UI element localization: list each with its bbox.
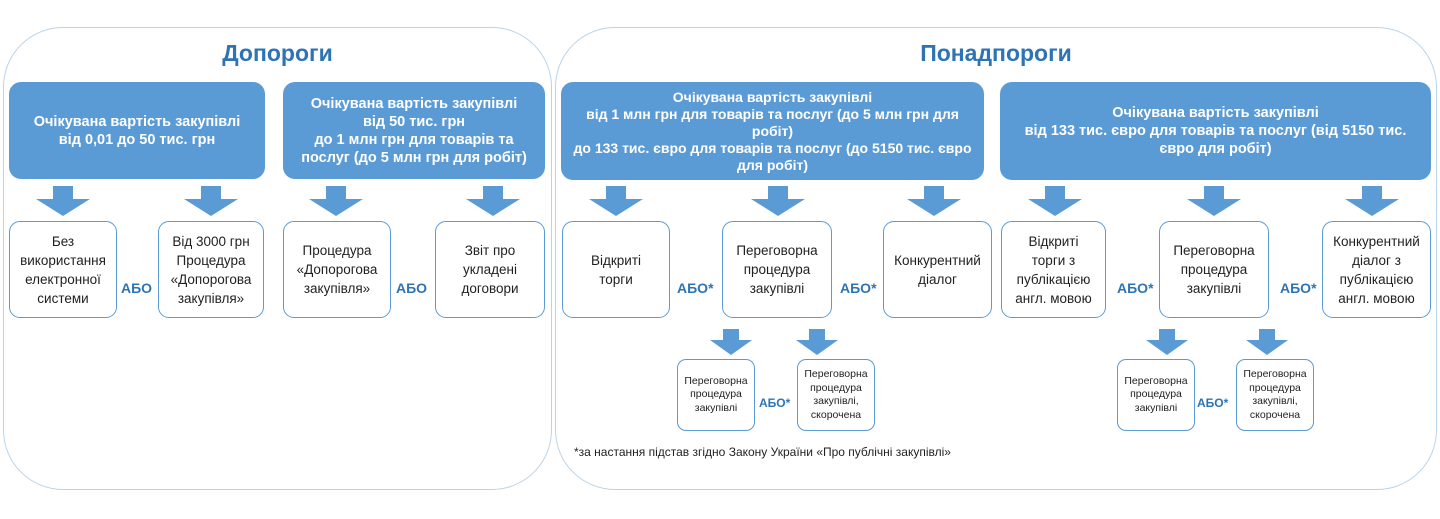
or-label: АБО* bbox=[1197, 396, 1229, 410]
procedure-label: Відкриті торги з публікацією англ. мовою bbox=[1015, 233, 1092, 306]
or-label: АБО bbox=[121, 280, 153, 296]
procedure-label: Звіт про укладені договори bbox=[461, 243, 519, 296]
procedure-label: Процедура «Допорогова закупівля» bbox=[296, 243, 378, 296]
procedure-label: Переговорна процедура закупівлі bbox=[736, 243, 818, 296]
left-panel-title: Допороги bbox=[222, 40, 333, 66]
or-label: АБО* bbox=[1280, 280, 1317, 296]
threshold-header-1m-133k: Очікувана вартість закупівлі від 1 млн г… bbox=[561, 82, 984, 180]
procedure-label: Без використання електронної системи bbox=[20, 233, 106, 306]
down-arrow-icon bbox=[1146, 329, 1188, 355]
down-arrow-icon bbox=[184, 186, 238, 216]
procedure-box-competitive-dialogue-english: Конкурентний діалог з публікацією англ. … bbox=[1322, 221, 1431, 318]
procedure-box-open-tenders: Відкриті торги bbox=[562, 221, 670, 318]
procedure-label: Переговорна процедура закупівлі bbox=[1173, 243, 1255, 296]
sub-procedure-negotiation-short: Переговорна процедура закупівлі, скороче… bbox=[797, 359, 875, 431]
footnote: *за настання підстав згідно Закону Украї… bbox=[574, 445, 951, 459]
procedure-label: Конкурентний діалог з публікацією англ. … bbox=[1333, 233, 1420, 306]
procedure-label: Від 3000 грн Процедура «Допорогова закуп… bbox=[170, 233, 252, 306]
down-arrow-icon bbox=[309, 186, 363, 216]
procedure-box-competitive-dialogue: Конкурентний діалог bbox=[883, 221, 992, 318]
procedure-box-negotiation: Переговорна процедура закупівлі bbox=[722, 221, 832, 318]
or-label: АБО bbox=[396, 280, 428, 296]
procedure-box-open-tenders-english: Відкриті торги з публікацією англ. мовою bbox=[1001, 221, 1106, 318]
or-label: АБО* bbox=[677, 280, 714, 296]
down-arrow-icon bbox=[36, 186, 90, 216]
procedure-box-dopohorova: Процедура «Допорогова закупівля» bbox=[283, 221, 391, 318]
down-arrow-icon bbox=[1246, 329, 1288, 355]
procedure-box-from-3000: Від 3000 грн Процедура «Допорогова закуп… bbox=[158, 221, 264, 318]
threshold-header-text: Очікувана вартість закупівлі від 133 тис… bbox=[1024, 105, 1407, 157]
procedure-label: Переговорна процедура закупівлі bbox=[1124, 374, 1188, 414]
sub-procedure-negotiation-b: Переговорна процедура закупівлі bbox=[1117, 359, 1195, 431]
procedure-box-negotiation-b: Переговорна процедура закупівлі bbox=[1159, 221, 1269, 318]
or-label: АБО* bbox=[840, 280, 877, 296]
procedure-box-report: Звіт про укладені договори bbox=[435, 221, 545, 318]
down-arrow-icon bbox=[751, 186, 805, 216]
threshold-header-50k-1m: Очікувана вартість закупівлі від 50 тис.… bbox=[283, 82, 545, 179]
down-arrow-icon bbox=[1028, 186, 1082, 216]
down-arrow-icon bbox=[796, 329, 838, 355]
sub-procedure-negotiation: Переговорна процедура закупівлі bbox=[677, 359, 755, 431]
procedure-label: Переговорна процедура закупівлі bbox=[684, 374, 748, 414]
procedure-label: Конкурентний діалог bbox=[894, 252, 981, 287]
or-label: АБО* bbox=[759, 396, 791, 410]
down-arrow-icon bbox=[710, 329, 752, 355]
procedure-label: Переговорна процедура закупівлі, скороче… bbox=[1243, 368, 1307, 421]
right-panel-title: Понадпороги bbox=[920, 40, 1072, 66]
down-arrow-icon bbox=[907, 186, 961, 216]
threshold-header-0-50k: Очікувана вартість закупівлі від 0,01 до… bbox=[9, 82, 265, 179]
procedure-box-no-system: Без використання електронної системи bbox=[9, 221, 117, 318]
or-label: АБО* bbox=[1117, 280, 1154, 296]
threshold-header-text: Очікувана вартість закупівлі від 50 тис.… bbox=[301, 95, 527, 166]
down-arrow-icon bbox=[1345, 186, 1399, 216]
threshold-header-over-133k: Очікувана вартість закупівлі від 133 тис… bbox=[1000, 82, 1431, 180]
procedure-label: Переговорна процедура закупівлі, скороче… bbox=[804, 368, 868, 421]
down-arrow-icon bbox=[589, 186, 643, 216]
sub-procedure-negotiation-short-b: Переговорна процедура закупівлі, скороче… bbox=[1236, 359, 1314, 431]
threshold-header-text: Очікувана вартість закупівлі від 0,01 до… bbox=[33, 113, 241, 148]
down-arrow-icon bbox=[1187, 186, 1241, 216]
down-arrow-icon bbox=[466, 186, 520, 216]
procedure-label: Відкриті торги bbox=[590, 252, 642, 287]
threshold-header-text: Очікувана вартість закупівлі від 1 млн г… bbox=[573, 88, 972, 173]
